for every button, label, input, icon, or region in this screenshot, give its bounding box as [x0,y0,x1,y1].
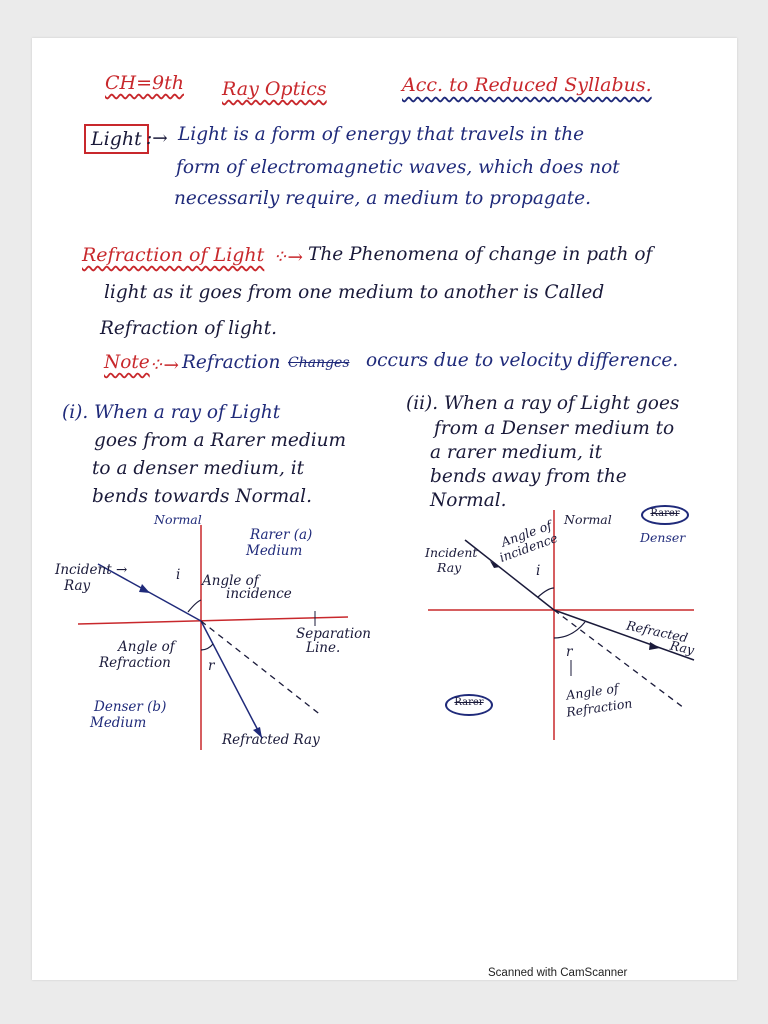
denser-medium-label: Denser (b) [94,699,167,715]
incident-ray-2 [464,539,555,611]
note-struck-word: Changes [288,355,350,371]
refraction-arrow: ⁘→ [272,247,304,268]
note-text-start: Refraction [182,352,281,373]
refraction-arc-2 [553,621,586,639]
separation-line [77,616,349,625]
note-text-end: occurs due to velocity difference. [366,350,679,371]
extended-path-dashed [200,620,323,717]
refraction-line-1: The Phenomena of change in path of [308,244,653,265]
rarer-oval-bottom: Rarer [445,694,493,716]
case1-line-4: bends towards Normal. [92,486,312,507]
incident-ray-label-2: Ray [64,578,91,594]
incident-arrowhead [139,584,150,593]
refracted-ray [200,620,263,739]
refraction-line-2: light as it goes from one medium to anot… [104,282,605,303]
case2-line-3: a rarer medium, it [430,442,603,463]
denser-label-2: Denser [640,530,686,545]
note-label: Note [104,352,150,373]
separation-line-label-2: Line. [306,640,341,656]
notebook-page [32,38,737,980]
refracted-ray-label: Refracted Ray [222,732,320,748]
separation-line-label: Separation [296,626,371,642]
case2-line-2: from a Denser medium to [434,418,675,439]
incident-ray-label: Incident → [55,562,128,578]
refracted-arrowhead [253,727,262,738]
light-arrow: :→ [146,128,168,149]
incidence-arc-2 [537,587,555,598]
incident-label-2b: Ray [437,560,462,575]
refraction-arc [200,643,214,651]
i-symbol: i [176,567,181,583]
note-arrow: ⁘→ [148,355,180,376]
rarer-oval-bottom-text: Rarer [454,697,484,708]
refracted-ray-2 [553,609,695,661]
refraction-line-3: Refraction of light. [100,318,278,339]
chapter-label: CH=9th [105,72,184,94]
camscanner-watermark: Scanned with CamScanner [488,966,628,979]
rarer-oval-top-text: Rarer [650,508,680,519]
case2-line-1: (ii). When a ray of Light goes [406,393,680,414]
refraction-heading: Refraction of Light [82,244,265,266]
rarer-oval-top: Rarer [641,505,689,525]
angle-refraction-label-2: Refraction [99,655,171,671]
case1-line-3: to a denser medium, it [92,458,305,479]
normal-label-2: Normal [564,512,612,527]
angle-refraction-label: Angle of [118,639,175,655]
incident-arrowhead-2 [490,561,500,568]
light-line-1: Light is a form of energy that travels i… [178,124,585,145]
incident-label-2: Incident [425,545,478,560]
rarer-medium-label: Rarer (a) [250,527,313,543]
angle-incidence-label: Angle of [202,573,259,589]
case2-line-5: Normal. [430,490,507,511]
case1-line-2: goes from a Rarer medium [94,430,347,451]
incidence-arc [187,599,202,613]
case2-line-4: bends away from the [430,466,627,487]
r-symbol-2: r [566,644,573,660]
syllabus-note: Acc. to Reduced Syllabus. [402,74,652,96]
light-line-2: form of electromagnetic waves, which doe… [176,157,620,178]
case1-line-1: (i). When a ray of Light [62,402,281,423]
i-symbol-2: i [536,563,541,579]
extended-path-dashed-2 [553,609,685,709]
rarer-medium-label-2: Medium [246,543,303,559]
normal-label: Normal [154,512,202,527]
angle-incidence-label-2: incidence [226,586,292,602]
light-heading: Light [84,124,149,154]
refracted-arrowhead-2 [649,642,660,650]
page-title: Ray Optics [222,78,327,100]
light-line-3: necessarily require, a medium to propaga… [174,188,591,209]
denser-medium-label-2: Medium [90,715,147,731]
r-symbol: r [208,658,215,674]
